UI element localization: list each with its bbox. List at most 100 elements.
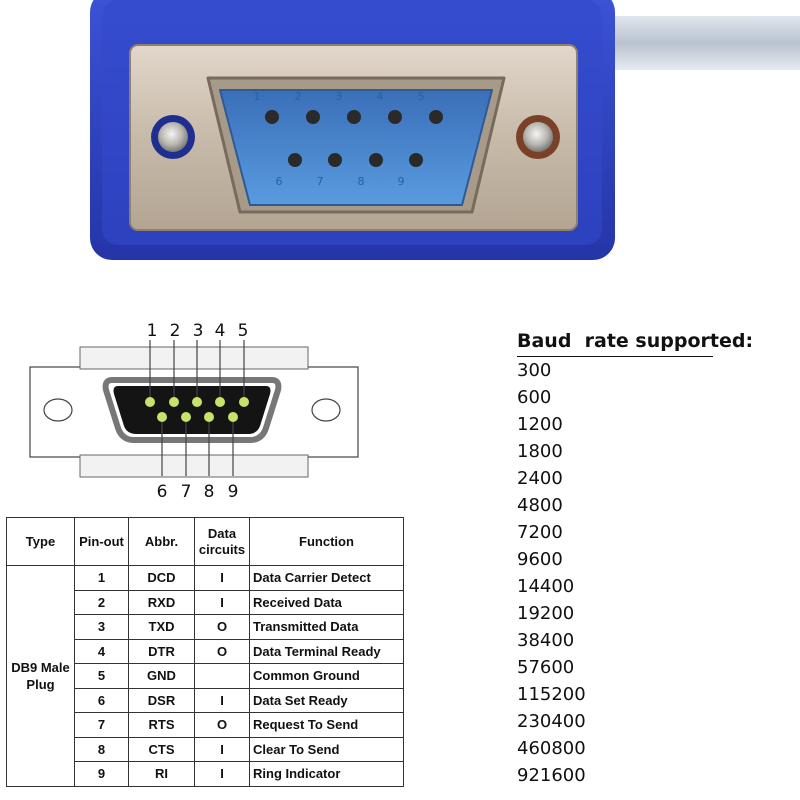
mount-hole-left [43, 398, 73, 422]
pin-cell: 8 [74, 736, 129, 762]
pin-cell: 4 [74, 638, 129, 664]
pin-cell: 6 [74, 687, 129, 713]
screw-right [516, 115, 560, 159]
pinout-table: Type Pin-out Abbr. Data circuits Functio… [6, 517, 404, 787]
type-line1: DB9 Male [11, 659, 70, 675]
pin-label-6: 6 [157, 482, 168, 502]
baud-rate-item: 2400 [517, 468, 563, 489]
abbr-cell: DTR [128, 638, 195, 664]
cable [600, 16, 800, 70]
table-row: 7 RTS O Request To Send [7, 712, 404, 738]
diagram-pin-8 [204, 412, 214, 422]
shell-bottom [79, 454, 309, 478]
db9-connector-photo: 1 2 3 4 5 6 7 8 9 [90, 0, 800, 260]
diagram-pin-6 [157, 412, 167, 422]
photo-pins-top [265, 110, 443, 124]
photo-pin-number: 9 [398, 175, 405, 188]
baud-rate-item: 7200 [517, 522, 563, 543]
function-cell: Clear To Send [249, 736, 404, 762]
circuit-cell: I [194, 736, 250, 762]
baud-rate-item: 14400 [517, 576, 575, 597]
photo-pin-number: 5 [418, 90, 425, 103]
baud-rate-item: 9600 [517, 549, 563, 570]
function-cell: Ring Indicator [249, 761, 404, 787]
circuit-cell [194, 663, 250, 689]
header-data-circuits-line2: circuits [198, 541, 246, 557]
baud-rate-item: 57600 [517, 657, 575, 678]
pin-cell: 2 [74, 589, 129, 615]
pin-cell: 5 [74, 663, 129, 689]
circuit-cell: O [194, 638, 250, 664]
baud-rate-title: Baud rate supported: [517, 328, 753, 357]
function-cell: Received Data [249, 589, 404, 615]
baud-rate-item: 38400 [517, 630, 575, 651]
type-line2: Plug [26, 676, 55, 692]
baud-rate-item: 460800 [517, 738, 586, 759]
pin-label-3: 3 [193, 321, 204, 341]
function-cell: Data Terminal Ready [249, 638, 404, 664]
baud-rate-item: 19200 [517, 603, 575, 624]
table-row: 6 DSR I Data Set Ready [7, 687, 404, 713]
function-cell: Data Set Ready [249, 687, 404, 713]
abbr-cell: CTS [128, 736, 195, 762]
baud-rate-item: 115200 [517, 684, 586, 705]
baud-rate-item: 600 [517, 387, 552, 408]
header-data-circuits-line1: Data [207, 525, 237, 541]
photo-pin-number: 1 [254, 90, 261, 103]
abbr-cell: DSR [128, 687, 195, 713]
header-data-circuits: Data circuits [194, 517, 250, 566]
table-row: 4 DTR O Data Terminal Ready [7, 638, 404, 664]
pin-cell: 3 [74, 614, 129, 640]
circuit-cell: O [194, 712, 250, 738]
d-shell-insert [113, 386, 271, 434]
shell-top [79, 346, 309, 370]
screw-left [151, 115, 195, 159]
photo-pin-numbers: 1 2 3 4 5 6 7 8 9 [254, 90, 425, 188]
header-pinout: Pin-out [74, 517, 129, 566]
pin-label-5: 5 [238, 321, 249, 341]
pin-label-8: 8 [204, 482, 215, 502]
abbr-cell: DCD [128, 565, 195, 591]
mount-hole-right [311, 398, 341, 422]
leader-lines [149, 340, 245, 476]
abbr-cell: RXD [128, 589, 195, 615]
photo-pins-bottom [288, 153, 423, 167]
diagram-pin-7 [181, 412, 191, 422]
header-type: Type [6, 517, 75, 566]
photo-pin-number: 4 [377, 90, 384, 103]
baud-rate-item: 230400 [517, 711, 586, 732]
type-cell: DB9 Male Plug [6, 565, 75, 787]
table-row: 5 GND Common Ground [7, 663, 404, 689]
circuit-cell: I [194, 687, 250, 713]
pin-cell: 7 [74, 712, 129, 738]
pin-label-1: 1 [147, 321, 158, 341]
table-row: 3 TXD O Transmitted Data [7, 614, 404, 640]
db9-pinout-diagram: 1 2 3 4 5 6 7 8 9 [29, 321, 359, 502]
photo-pin-number: 2 [295, 90, 302, 103]
circuit-cell: I [194, 589, 250, 615]
function-cell: Common Ground [249, 663, 404, 689]
baud-rate-item: 300 [517, 360, 552, 381]
photo-pin-number: 3 [336, 90, 343, 103]
photo-pin-number: 6 [276, 175, 283, 188]
table-header-row: Type Pin-out Abbr. Data circuits Functio… [6, 517, 404, 566]
pin-cell: 9 [74, 761, 129, 787]
diagram-pin-5 [239, 397, 249, 407]
pin-label-7: 7 [181, 482, 192, 502]
pin-label-4: 4 [215, 321, 226, 341]
table-row: 2 RXD I Received Data [7, 589, 404, 615]
diagram-pins [145, 397, 249, 422]
header-function: Function [249, 517, 404, 566]
diagram-pin-1 [145, 397, 155, 407]
circuit-cell: I [194, 565, 250, 591]
baud-rate-item: 1800 [517, 441, 563, 462]
diagram-pin-9 [228, 412, 238, 422]
circuit-cell: O [194, 614, 250, 640]
baud-rate-panel: Baud rate supported: 300 600 1200 1800 2… [517, 328, 787, 789]
abbr-cell: GND [128, 663, 195, 689]
baud-rate-item: 4800 [517, 495, 563, 516]
table-row: 9 RI I Ring Indicator [7, 761, 404, 787]
abbr-cell: RTS [128, 712, 195, 738]
photo-pin-number: 7 [317, 175, 324, 188]
diagram-pin-4 [215, 397, 225, 407]
